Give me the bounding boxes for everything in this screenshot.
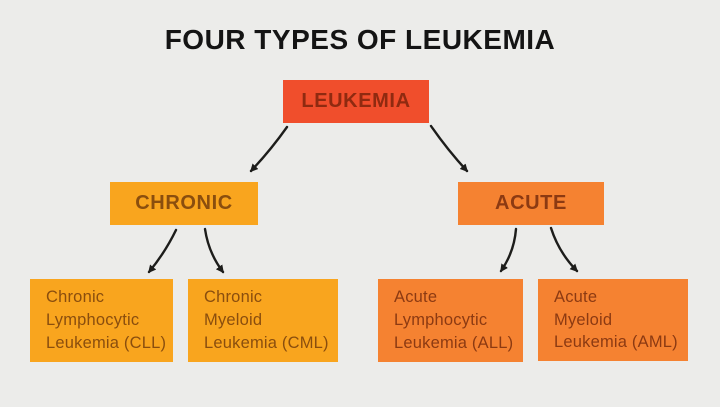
node-acute: ACUTE xyxy=(458,182,604,225)
node-acute-lymphocytic-leukemia: Acute Lymphocytic Leukemia (ALL) xyxy=(378,279,523,362)
node-leukemia: LEUKEMIA xyxy=(283,80,429,123)
arrow-leukemia-to-chronic xyxy=(249,125,289,173)
arrow-chronic-to-cml xyxy=(203,227,225,274)
node-chronic-myeloid-leukemia: Chronic Myeloid Leukemia (CML) xyxy=(188,279,338,362)
arrow-leukemia-to-acute xyxy=(429,124,469,173)
node-acute-myeloid-leukemia: Acute Myeloid Leukemia (AML) xyxy=(538,279,688,361)
node-chronic-lymphocytic-leukemia: Chronic Lymphocytic Leukemia (CLL) xyxy=(30,279,173,362)
arrow-acute-to-aml xyxy=(549,226,579,273)
arrow-acute-to-all xyxy=(499,227,518,273)
arrow-chronic-to-cll xyxy=(147,228,178,274)
diagram-title: FOUR TYPES OF LEUKEMIA xyxy=(164,24,556,55)
node-chronic: CHRONIC xyxy=(110,182,258,225)
